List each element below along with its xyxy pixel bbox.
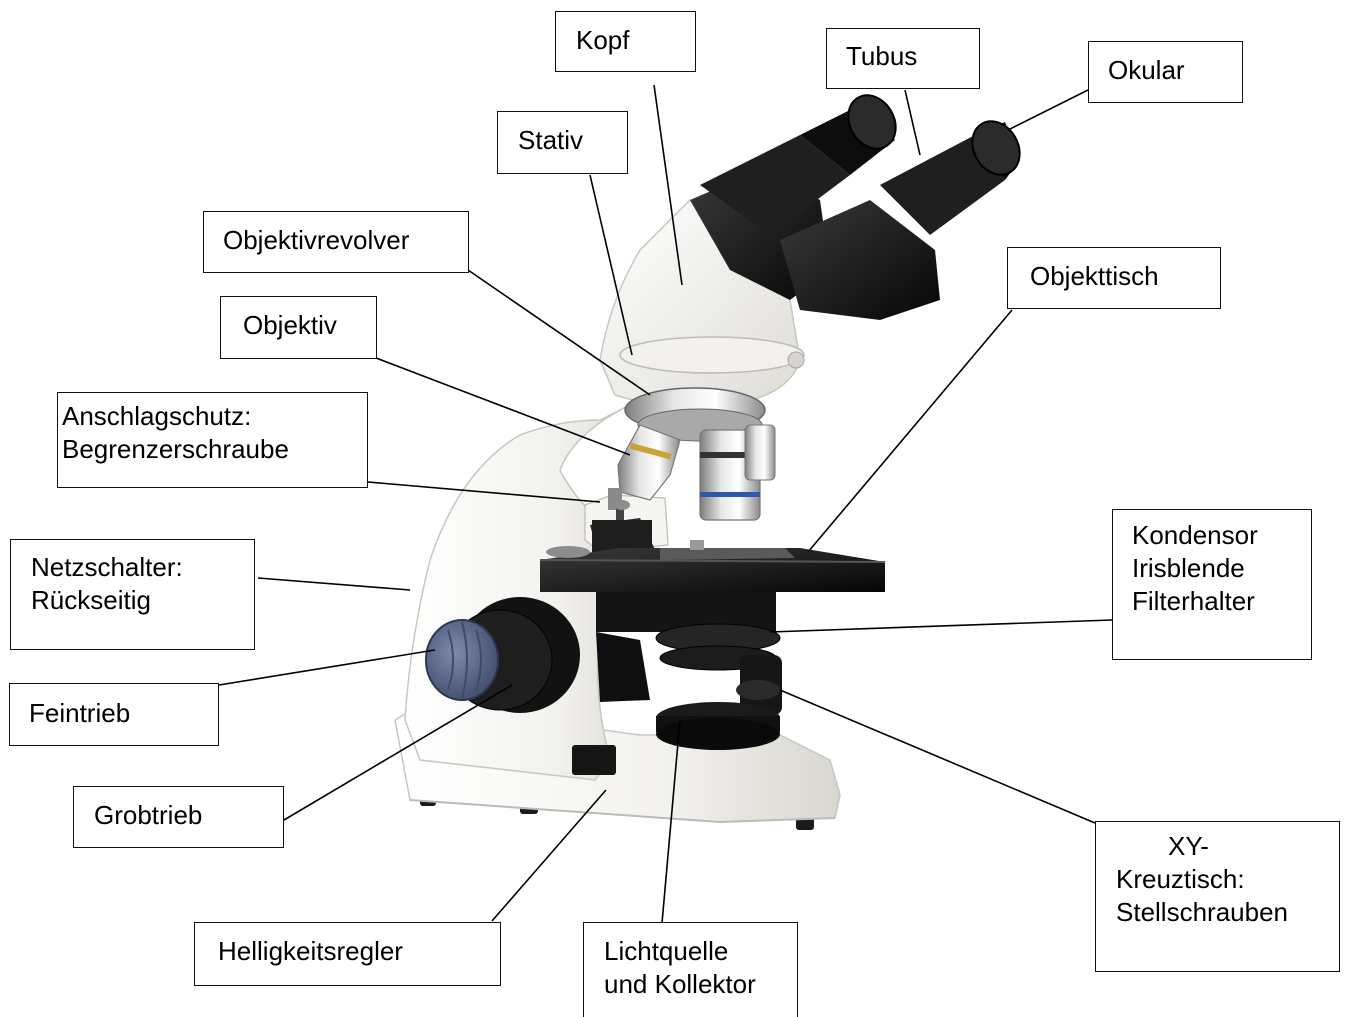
- stop-screw: [614, 500, 630, 510]
- label-stativ: Stativ: [497, 111, 628, 174]
- label-anschlagschutz-line-2: Begrenzerschraube: [62, 433, 367, 466]
- brightness-dial: [572, 745, 616, 775]
- label-helligkeitsregler: Helligkeitsregler: [194, 922, 501, 986]
- label-xy-line-2: Kreuztisch:: [1116, 863, 1339, 896]
- label-xy-kreuztisch: XY- Kreuztisch: Stellschrauben: [1095, 821, 1340, 972]
- label-grobtrieb: Grobtrieb: [73, 786, 284, 848]
- label-kondensor: Kondensor Irisblende Filterhalter: [1112, 509, 1312, 660]
- label-okular: Okular: [1088, 41, 1243, 103]
- label-kondensor-line-3: Filterhalter: [1132, 585, 1311, 618]
- label-kopf: Kopf: [555, 11, 696, 72]
- stage: [540, 518, 885, 592]
- label-objektivrevolver: Objektivrevolver: [203, 211, 469, 273]
- label-xy-line-1: XY-: [1116, 830, 1339, 863]
- label-netzschalter-line-1: Netzschalter:: [31, 551, 254, 584]
- label-anschlagschutz: Anschlagschutz: Begrenzerschraube: [57, 392, 368, 488]
- label-feintrieb-line-1: Feintrieb: [29, 697, 218, 730]
- label-kondensor-line-1: Kondensor: [1132, 519, 1311, 552]
- label-objektiv-line-1: Objektiv: [243, 309, 376, 342]
- label-anschlagschutz-line-1: Anschlagschutz:: [62, 400, 367, 433]
- label-netzschalter-line-2: Rückseitig: [31, 584, 254, 617]
- label-xy-line-3: Stellschrauben: [1116, 896, 1339, 929]
- label-kondensor-line-2: Irisblende: [1132, 552, 1311, 585]
- label-okular-line-1: Okular: [1108, 54, 1242, 87]
- label-netzschalter: Netzschalter: Rückseitig: [10, 539, 255, 650]
- label-objekttisch-line-1: Objekttisch: [1030, 260, 1220, 293]
- label-objekttisch: Objekttisch: [1007, 247, 1221, 309]
- light-source: [656, 702, 780, 750]
- label-kopf-line-1: Kopf: [576, 24, 695, 57]
- label-feintrieb: Feintrieb: [9, 683, 219, 746]
- label-lichtquelle-line-2: und Kollektor: [604, 968, 797, 1001]
- label-helligkeitsregler-line-1: Helligkeitsregler: [218, 935, 500, 968]
- condenser: [596, 592, 782, 715]
- label-tubus-line-1: Tubus: [846, 40, 979, 73]
- label-tubus: Tubus: [826, 28, 980, 89]
- label-grobtrieb-line-1: Grobtrieb: [94, 799, 283, 832]
- label-lichtquelle: Lichtquelle und Kollektor: [583, 922, 798, 1017]
- label-objektiv: Objektiv: [220, 296, 377, 359]
- label-stativ-line-1: Stativ: [518, 124, 627, 157]
- label-lichtquelle-line-1: Lichtquelle: [604, 935, 797, 968]
- label-objektivrevolver-line-1: Objektivrevolver: [223, 224, 468, 257]
